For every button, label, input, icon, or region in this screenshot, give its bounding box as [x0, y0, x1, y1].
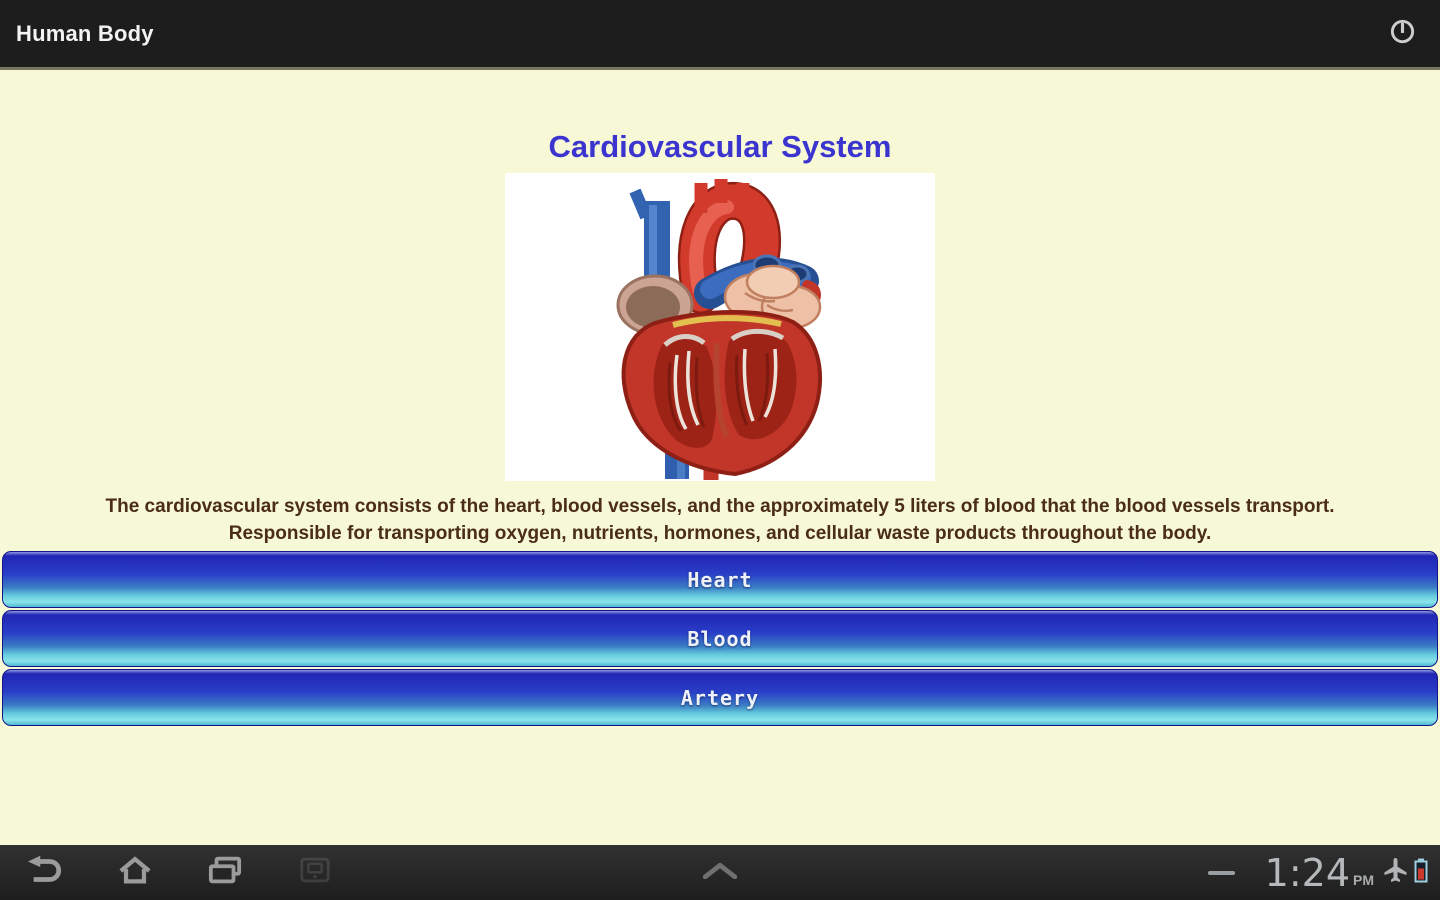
recent-apps-button[interactable]	[180, 845, 270, 900]
description-line-2: Responsible for transporting oxygen, nut…	[228, 523, 1212, 544]
airplane-mode-icon	[1384, 857, 1407, 888]
action-bar: Human Body	[0, 0, 1440, 70]
battery-icon	[1414, 858, 1428, 888]
minus-icon[interactable]	[1207, 870, 1235, 875]
home-icon	[118, 855, 152, 890]
info-button[interactable]	[1380, 12, 1424, 56]
topic-button-list: Heart Blood Artery	[0, 551, 1440, 726]
clock-meridiem: PM	[1353, 871, 1374, 888]
home-button[interactable]	[90, 845, 180, 900]
back-button[interactable]	[0, 845, 90, 900]
screenshot-button[interactable]	[270, 845, 360, 900]
artery-button[interactable]: Artery	[2, 669, 1438, 726]
clock-time: 1:24	[1264, 850, 1350, 895]
info-icon	[1388, 17, 1417, 51]
description-line-1: The cardiovascular system consists of th…	[105, 496, 1335, 517]
heart-cross-section-image	[505, 173, 935, 481]
heart-illustration	[505, 173, 935, 481]
heart-button[interactable]: Heart	[2, 551, 1438, 608]
screenshot-icon	[298, 855, 332, 890]
status-icons	[1384, 857, 1428, 888]
system-description: The cardiovascular system consists of th…	[0, 493, 1440, 547]
blood-button[interactable]: Blood	[2, 610, 1438, 667]
status-area: 1:24 PM	[1207, 853, 1440, 893]
nav-left-group	[0, 845, 360, 900]
hide-bar-button[interactable]	[685, 845, 755, 900]
page-title: Cardiovascular System	[548, 129, 892, 164]
chevron-up-icon	[702, 862, 738, 884]
app-title: Human Body	[16, 20, 154, 46]
content-area: Cardiovascular System	[0, 70, 1440, 845]
clock[interactable]: 1:24 PM	[1265, 853, 1374, 893]
back-icon	[27, 855, 63, 890]
system-navigation-bar: 1:24 PM	[0, 845, 1440, 900]
recent-apps-icon	[208, 855, 242, 890]
